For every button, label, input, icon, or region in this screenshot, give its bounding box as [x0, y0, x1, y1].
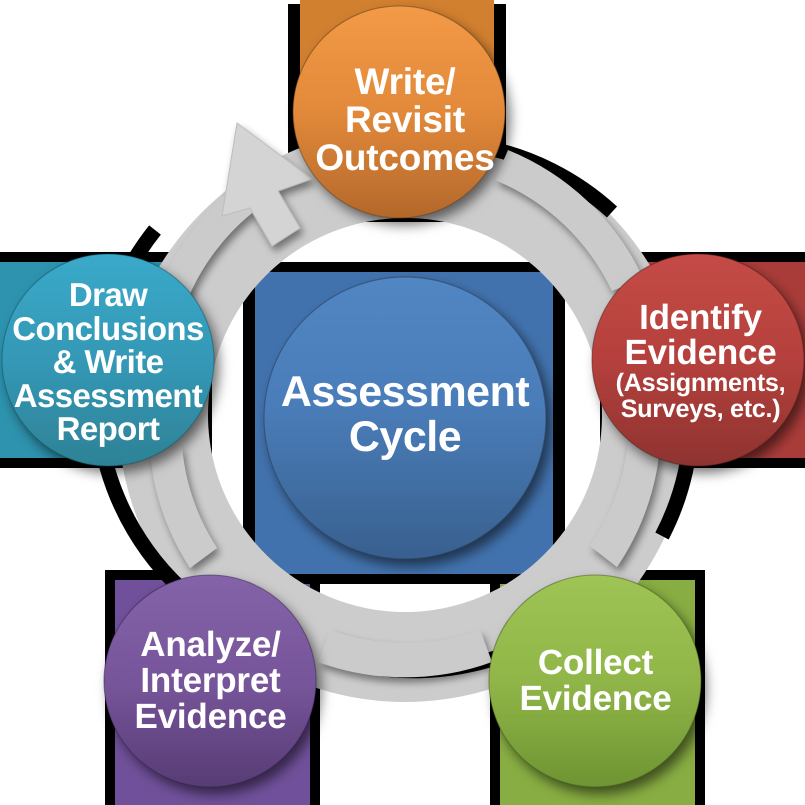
arrow-top-to-right — [495, 150, 643, 291]
arrow-right-to-bottom-right — [590, 441, 660, 567]
cycle-arrows — [150, 122, 660, 678]
node-collect-evidence[interactable] — [488, 574, 702, 788]
arrow-left-to-top — [158, 122, 314, 303]
node-identify-evidence[interactable] — [591, 253, 805, 467]
arrow-bottom-right-to-bottom-left — [318, 630, 492, 678]
node-analyze-interpret-evidence[interactable] — [103, 574, 317, 788]
node-center-assessment-cycle[interactable] — [263, 276, 547, 560]
cycle-ring-track — [117, 128, 692, 702]
node-draw-conclusions-write-assessment-report[interactable] — [1, 253, 215, 467]
node-circles — [1, 5, 805, 788]
node-write-revisit-outcomes[interactable] — [292, 5, 506, 219]
arrow-bottom-left-to-left — [150, 447, 217, 568]
